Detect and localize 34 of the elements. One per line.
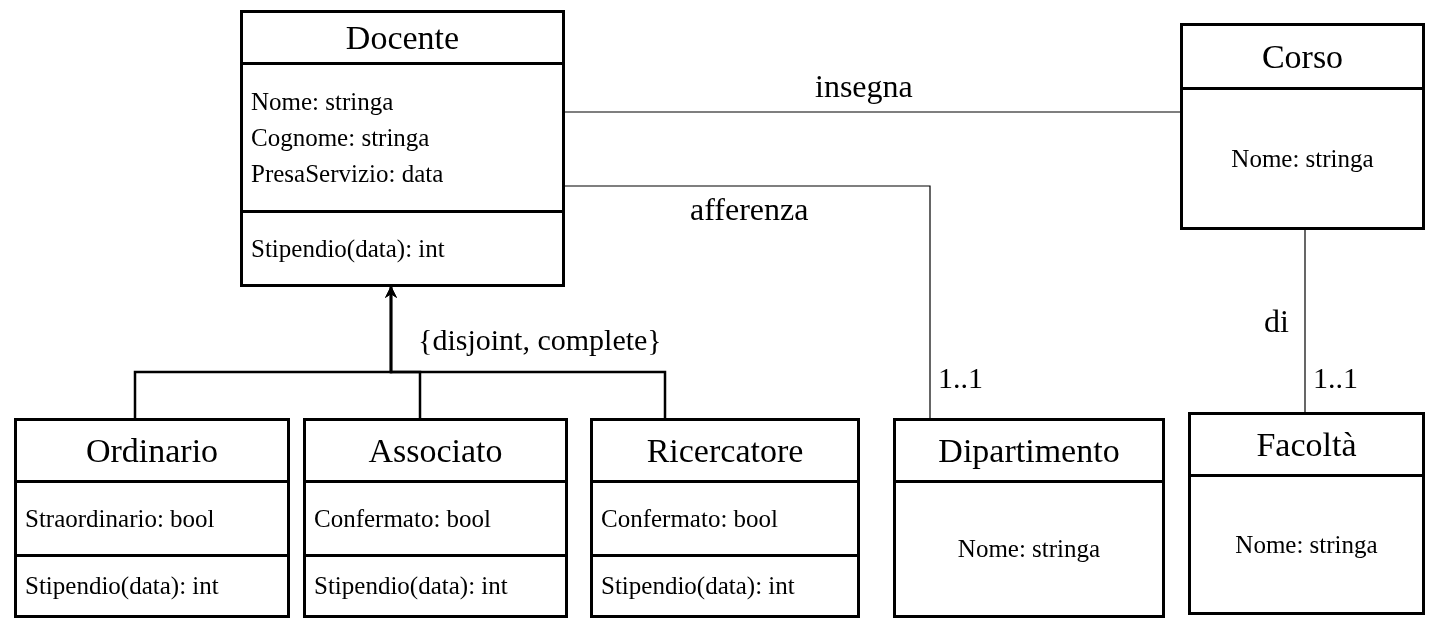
class-box — [14, 418, 290, 618]
attribute-text: Confermato: bool — [601, 503, 779, 534]
attribute-text: PresaServizio: data — [251, 158, 444, 189]
method-text: Stipendio(data): int — [314, 571, 508, 601]
attribute-text: Nome: stringa — [1235, 529, 1378, 560]
association-line — [564, 111, 1181, 113]
class-name: Docente — [345, 20, 460, 55]
multiplicity-label: 1..1 — [938, 363, 983, 393]
class-name: Ricercatore — [646, 433, 804, 468]
method-text: Stipendio(data): int — [25, 571, 219, 601]
class-box — [1188, 412, 1425, 615]
constraint-label: {disjoint, complete} — [418, 325, 662, 355]
attribute-text: Cognome: stringa — [251, 122, 430, 153]
class-name: Facoltà — [1256, 427, 1357, 462]
association-line — [1304, 229, 1306, 413]
attribute-text: Nome: stringa — [1231, 143, 1374, 174]
method-text: Stipendio(data): int — [601, 571, 795, 601]
class-box — [303, 418, 568, 618]
class-box — [590, 418, 860, 618]
class-name: Ordinario — [85, 433, 219, 468]
attribute-text: Nome: stringa — [251, 86, 394, 117]
attribute-text: Nome: stringa — [957, 534, 1101, 564]
attribute-text: Straordinario: bool — [25, 503, 215, 534]
multiplicity-label: 1..1 — [1313, 363, 1358, 393]
generalization-arrow — [385, 286, 667, 418]
class-name: Associato — [368, 433, 503, 468]
class-name: Corso — [1261, 39, 1344, 74]
method-text: Stipendio(data): int — [251, 233, 445, 264]
attribute-text: Confermato: bool — [314, 503, 492, 534]
class-box — [1180, 23, 1425, 230]
class-box — [240, 10, 565, 287]
class-box — [893, 418, 1165, 618]
class-name: Dipartimento — [938, 433, 1120, 468]
association-line — [564, 185, 931, 419]
